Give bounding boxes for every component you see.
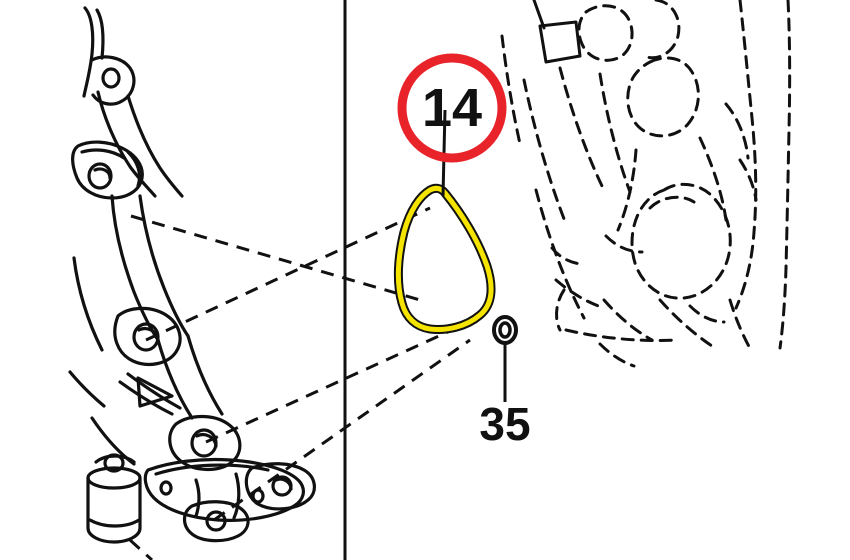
gasket-highlight: [395, 185, 494, 332]
bracket-base-rib-b: [232, 472, 241, 520]
engine-lower-pan-edge: [564, 328, 678, 343]
bracket-link-right-edge: [138, 194, 190, 338]
projection-line-upper: [130, 214, 421, 302]
engine-center-boss: [626, 56, 700, 138]
callout-35-number: 35: [479, 398, 530, 450]
bracket-diagonal-brace: [118, 380, 174, 416]
gasket: [393, 183, 496, 334]
bracket-cylinder-ear-hole: [103, 453, 125, 473]
callout-35[interactable]: 35: [479, 344, 531, 450]
bracket-long-arm-right-edge: [126, 94, 184, 198]
callout-14[interactable]: 14: [397, 53, 507, 197]
engine-lower-right-drop: [728, 298, 754, 354]
bracket-upper-eye: [90, 55, 136, 106]
bracket-bottom-boss-hole: [205, 510, 227, 532]
bracket-lower-arm-left: [156, 338, 194, 420]
engine-rib-6: [534, 188, 586, 320]
engine-rib-2: [598, 72, 632, 194]
engine-mid-pocket: [724, 102, 750, 160]
projection-line-base-upper: [205, 328, 453, 444]
bracket-cylinder-top: [86, 466, 142, 490]
bracket-mid-housing-facet-b: [126, 150, 142, 188]
bracket-contour-left-a: [72, 256, 104, 352]
bracket-upper-bolt-hole: [101, 67, 121, 89]
strut-upper-rod-edge: [95, 8, 105, 60]
bracket-base-eye-body: [168, 414, 242, 472]
bracket-diagonal-brace-2: [126, 372, 182, 410]
engine-boss-b: [642, 0, 681, 60]
bracket-base-small-hole-a: [159, 480, 173, 496]
engine-lower-contour-c: [658, 298, 714, 348]
bracket-link-left-edge: [110, 194, 160, 342]
strut-upper-rod: [82, 6, 95, 98]
engine-center-housing-lip: [648, 195, 696, 210]
bracket-contour-left-c: [68, 370, 106, 408]
engine-lower-left-pocket: [555, 288, 566, 332]
engine-boss-a: [577, 4, 634, 62]
engine-block: [500, 0, 792, 368]
bracket-contour-left-b: [90, 416, 136, 466]
projection-line-base-lower: [213, 338, 471, 522]
bracket-lower-eye-body: [113, 306, 182, 366]
projection-line-cylinder-drop: [128, 538, 154, 560]
bracket-lower-bolt-inner: [137, 327, 160, 342]
engine-left-edge: [500, 34, 522, 146]
o-ring-outer: [492, 315, 518, 345]
bracket-mid-housing: [71, 140, 144, 200]
bracket-lower-arm-right: [186, 334, 224, 416]
projection-lines: [128, 206, 471, 560]
engine-small-curl-c: [688, 304, 726, 324]
bracket-gusset: [136, 376, 174, 408]
engine-mid-pocket-2: [738, 158, 758, 202]
engine-lower-hook: [598, 342, 636, 368]
engine-rib-4: [698, 136, 728, 222]
o-ring-inner: [498, 321, 512, 339]
engine-rib-3: [616, 148, 638, 232]
engine-small-curl-a: [604, 234, 644, 254]
engine-flange-notch: [538, 20, 582, 64]
bracket-base-rib-a: [194, 478, 201, 518]
bracket-base-casting: [143, 457, 305, 522]
callout-14-circle: [397, 53, 507, 163]
engine-center-housing: [630, 182, 732, 300]
engine-inner-right-contour: [734, 0, 758, 310]
bracket-cylinder-bottom-edge: [88, 518, 141, 528]
engine-small-curl-b: [550, 246, 586, 266]
bracket-bottom-boss: [182, 500, 250, 543]
callout-14-number: 14: [422, 78, 482, 138]
bracket-long-arm-left-edge: [96, 90, 157, 198]
bracket-base-bolt-inner: [195, 433, 218, 448]
engine-outer-right-contour: [778, 0, 792, 350]
bracket-assembly: [68, 6, 316, 544]
o-ring: [492, 315, 518, 345]
engine-rib-1: [558, 66, 604, 188]
bracket-cylinder-body: [86, 476, 142, 544]
bracket-mid-bolt-inner: [93, 167, 112, 180]
engine-flange-neck: [532, 0, 546, 30]
engine-lower-contour-a: [554, 278, 606, 310]
bracket-base-right-hole-inner: [274, 477, 293, 491]
engine-rib-5: [522, 78, 568, 226]
projection-line-lower: [145, 206, 431, 342]
bracket-mid-housing-facet-a: [80, 148, 126, 160]
engine-lower-contour-b: [602, 298, 654, 342]
